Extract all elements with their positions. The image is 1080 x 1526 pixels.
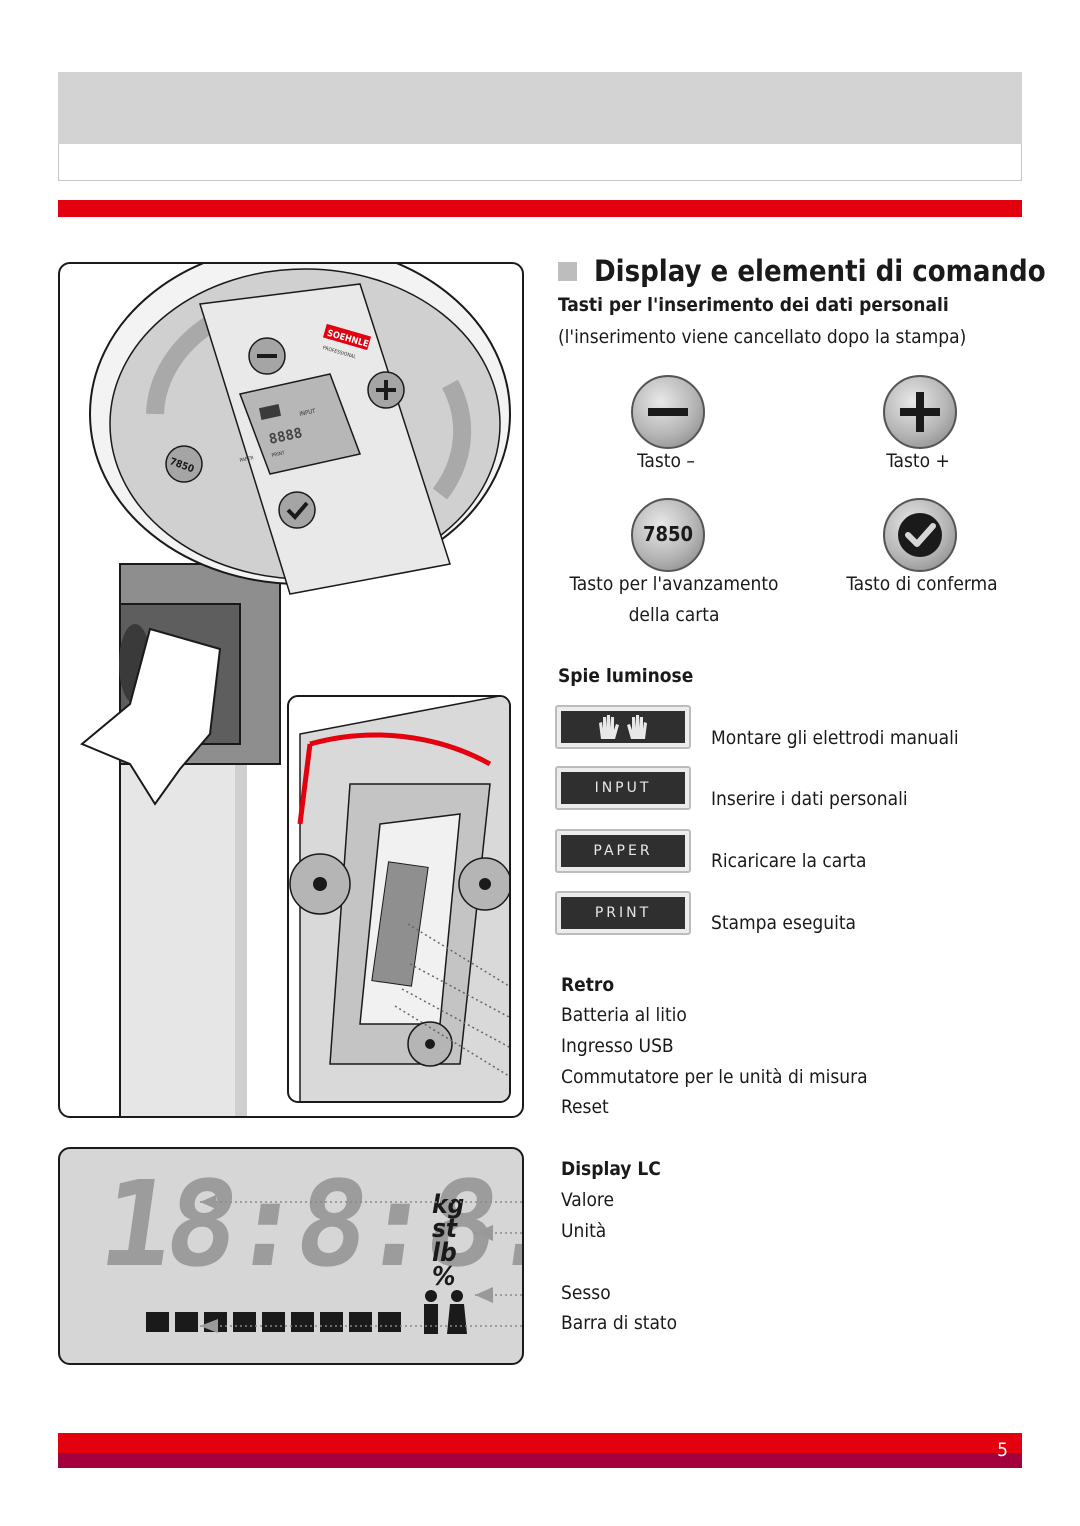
lcd-callouts — [200, 1195, 522, 1333]
device-illustration-panel: INPUT 8888 PAPER PRINT SOEHNLE PROFESSIO… — [58, 262, 524, 1118]
svg-text:8888: 8888 — [268, 425, 304, 448]
footer-red-bar — [58, 1433, 1022, 1453]
lcd-item-status-bar: Barra di stato — [561, 1312, 678, 1334]
section-title-text: Display e elementi di comando — [594, 254, 1046, 288]
lcd-item-gender: Sesso — [561, 1282, 611, 1304]
lamp-input: INPUT — [555, 766, 691, 810]
paper-button-text: 7850 — [642, 522, 694, 546]
hands-icon — [561, 711, 685, 743]
lamp-print-text: PRINT — [561, 897, 685, 929]
section-title: Display e elementi di comando — [558, 254, 1046, 288]
footer-dark-bar — [58, 1453, 1022, 1468]
paper-feed-label-line2: della carta — [628, 604, 720, 626]
minus-label: Tasto – — [637, 450, 695, 472]
device-illustration: INPUT 8888 PAPER PRINT SOEHNLE PROFESSIO… — [80, 264, 511, 1116]
unit-kg: kg — [432, 1190, 465, 1220]
lcd-units: kg st lb % — [432, 1190, 465, 1292]
personal-heading: Tasti per l'inserimento dei dati persona… — [558, 294, 949, 316]
header-band — [58, 72, 1022, 144]
confirm-label: Tasto di conferma — [846, 573, 998, 595]
lcd-illustration: 18:8:8.8" kg st lb % — [58, 1147, 524, 1365]
lamp-print-desc: Stampa eseguita — [711, 912, 856, 934]
lcd-item-unit: Unità — [561, 1220, 607, 1242]
lcd-heading: Display LC — [561, 1158, 661, 1180]
lamp-input-desc: Inserire i dati personali — [711, 788, 908, 810]
unit-percent: % — [432, 1262, 456, 1292]
device-lamp-paper: PAPER — [239, 455, 254, 464]
plus-button-illustration — [883, 375, 957, 449]
lamp-paper: PAPER — [555, 829, 691, 873]
unit-lb: lb — [432, 1238, 457, 1268]
back-item-usb: Ingresso USB — [561, 1035, 674, 1057]
lamp-input-text: INPUT — [561, 772, 685, 804]
device-paper-key — [165, 445, 203, 483]
paper-feed-label: Tasto per l'avanzamento della carta — [556, 569, 792, 631]
dial-disc: INPUT 8888 PAPER PRINT SOEHNLE PROFESSIO… — [89, 264, 511, 595]
lcd-item-value: Valore — [561, 1189, 615, 1211]
lamp-hands — [555, 705, 691, 749]
personal-note: (l'inserimento viene cancellato dopo la … — [558, 326, 967, 348]
back-item-battery: Batteria al litio — [561, 1004, 687, 1026]
check-icon — [898, 513, 942, 557]
confirm-button-illustration — [883, 498, 957, 572]
paper-feed-label-line1: Tasto per l'avanzamento — [569, 573, 779, 595]
back-item-unit-switch: Commutatore per le unità di misura — [561, 1066, 868, 1088]
title-bullet — [558, 261, 577, 281]
minus-button-illustration — [631, 375, 705, 449]
back-item-reset: Reset — [561, 1096, 609, 1118]
back-view-inset — [287, 695, 511, 1103]
device-confirm-key — [278, 491, 316, 529]
header-strip — [58, 144, 1022, 181]
lamp-paper-desc: Ricaricare la carta — [711, 850, 867, 872]
page-number: 5 — [997, 1439, 1008, 1461]
device-lamp-print: PRINT — [271, 450, 285, 459]
paper-feed-button-illustration: 7850 — [631, 498, 705, 572]
red-rule — [58, 200, 1022, 217]
plus-label: Tasto + — [886, 450, 950, 472]
lamp-paper-text: PAPER — [561, 835, 685, 867]
minus-icon — [648, 408, 688, 416]
device-lamp-input: INPUT — [299, 408, 317, 418]
unit-st: st — [432, 1214, 458, 1244]
lamp-print: PRINT — [555, 891, 691, 935]
lamp-hands-desc: Montare gli elettrodi manuali — [711, 727, 959, 749]
plus-icon — [885, 377, 955, 447]
indicators-heading: Spie luminose — [558, 665, 694, 687]
back-heading: Retro — [561, 974, 615, 996]
